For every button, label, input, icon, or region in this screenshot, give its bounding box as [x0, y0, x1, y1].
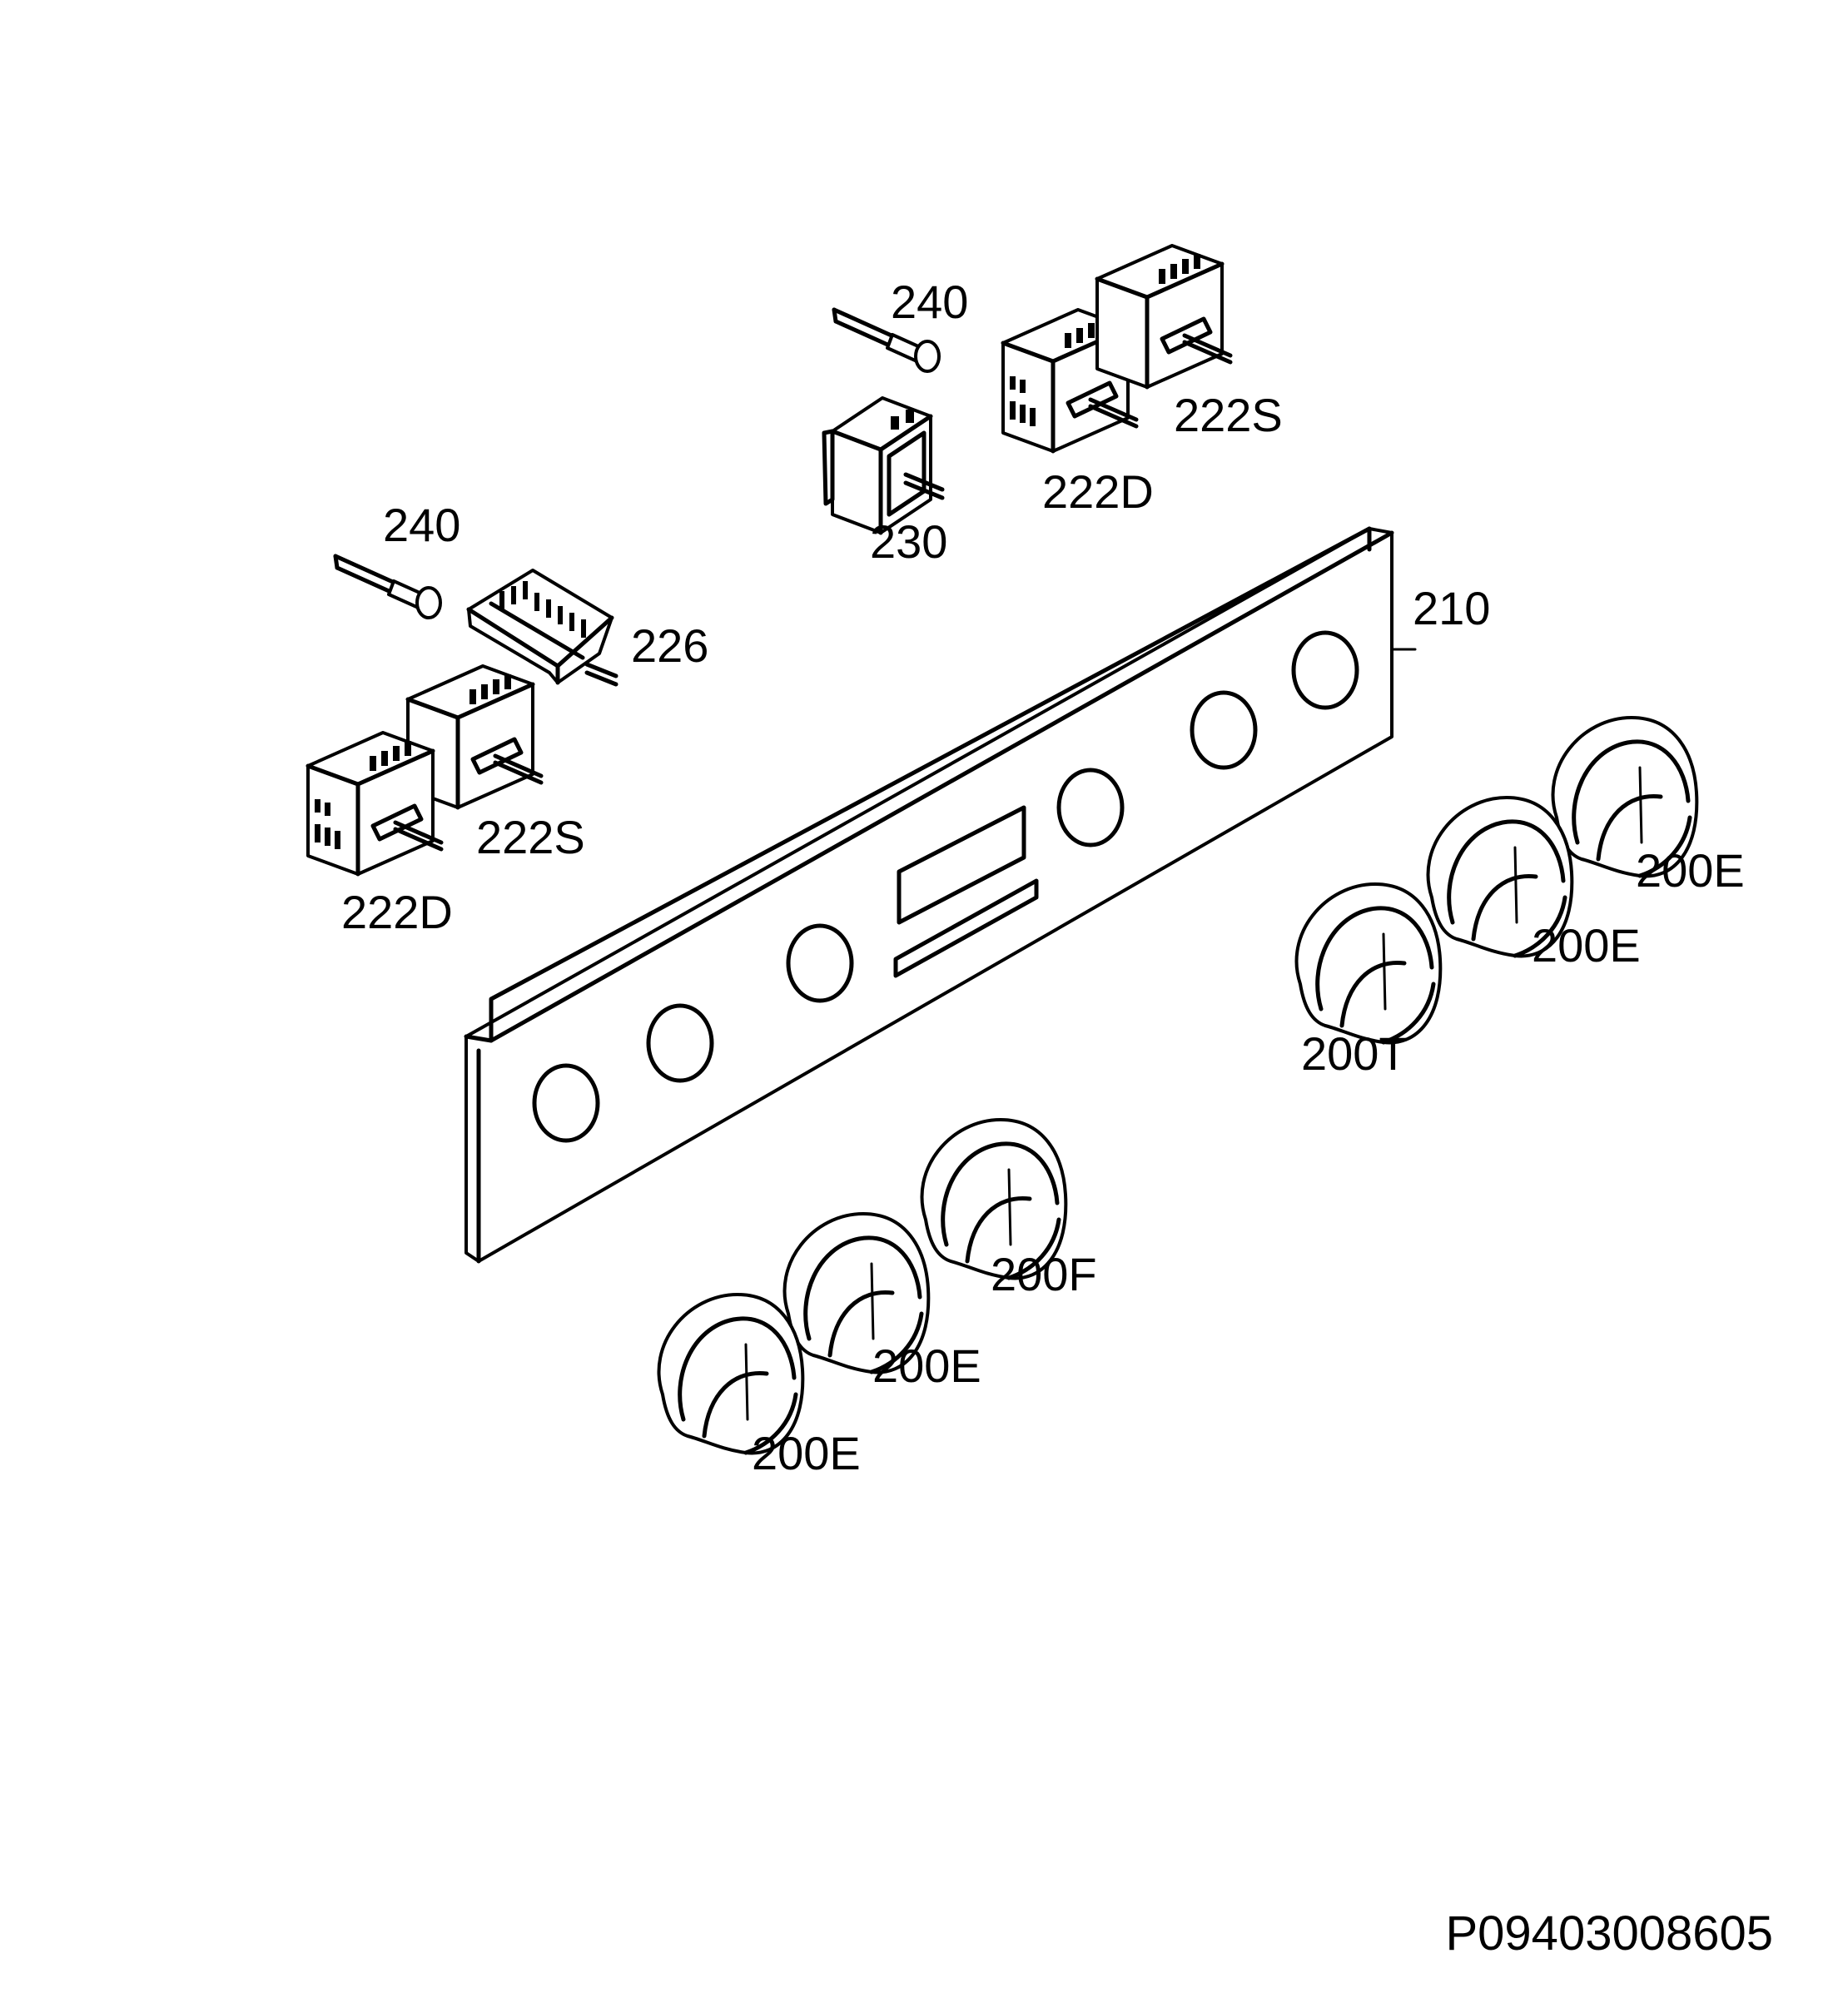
- control-panel-210: [464, 526, 1394, 1264]
- shaft-extension-left: [335, 556, 440, 618]
- label-210: 210: [1413, 582, 1490, 634]
- label-200E-right-2: 200E: [1532, 919, 1641, 972]
- label-200E-bottom-2: 200E: [872, 1339, 981, 1392]
- label-226: 226: [631, 619, 708, 672]
- label-222S-left: 222S: [476, 811, 585, 863]
- label-222D-top: 222D: [1042, 465, 1154, 518]
- label-230: 230: [870, 515, 947, 568]
- selector-switch-230: [822, 396, 945, 535]
- energy-regulator-222S-top: [1097, 246, 1230, 387]
- label-222D-left: 222D: [341, 886, 453, 938]
- label-200T: 200T: [1301, 1027, 1408, 1080]
- label-200F: 200F: [991, 1248, 1097, 1300]
- energy-regulator-222D-left: [308, 733, 441, 874]
- label-240-top: 240: [891, 276, 968, 328]
- knob-200T-right-3: [1297, 884, 1441, 1042]
- label-240-left: 240: [383, 499, 460, 551]
- label-200E-right-1: 200E: [1636, 844, 1745, 897]
- drawing-code: P09403008605: [1445, 1906, 1773, 1961]
- label-222S-top: 222S: [1174, 389, 1283, 441]
- label-200E-bottom-3: 200E: [752, 1427, 861, 1479]
- selector-switch-226: [466, 569, 618, 687]
